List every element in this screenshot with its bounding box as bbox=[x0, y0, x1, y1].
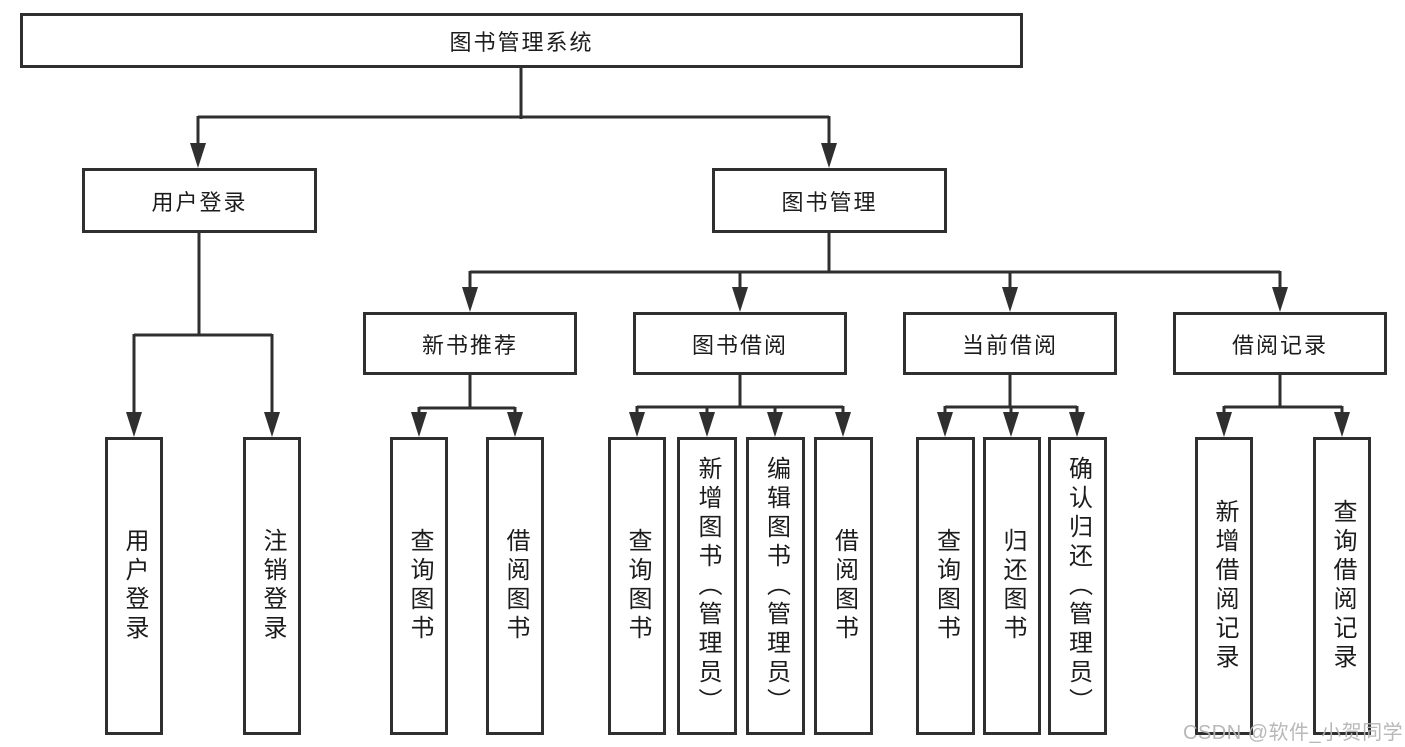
leaf-query-book-borrow: 查询图书 bbox=[608, 437, 666, 735]
node-borrow-records: 借阅记录 bbox=[1173, 312, 1387, 375]
node-root-label: 图书管理系统 bbox=[449, 29, 594, 55]
node-user-login: 用户登录 bbox=[82, 168, 317, 233]
leaf-edit-book-admin: 编辑图书（管理员） bbox=[746, 437, 805, 735]
node-book-borrow: 图书借阅 bbox=[633, 312, 847, 375]
node-user-login-label: 用户登录 bbox=[151, 189, 248, 215]
node-current-borrow: 当前借阅 bbox=[903, 312, 1117, 375]
leaf-query-book-current-label: 查询图书 bbox=[932, 528, 960, 644]
leaf-user-login-label: 用户登录 bbox=[121, 528, 148, 644]
node-root: 图书管理系统 bbox=[20, 13, 1023, 68]
node-new-book-recommend-label: 新书推荐 bbox=[421, 332, 518, 358]
leaf-add-book-admin: 新增图书（管理员） bbox=[677, 437, 737, 735]
leaf-return-book: 归还图书 bbox=[983, 437, 1041, 735]
leaf-confirm-return-admin-label: 确认归还（管理员） bbox=[1064, 455, 1092, 717]
leaf-query-book-recommend: 查询图书 bbox=[390, 437, 448, 735]
leaf-add-borrow-record-label: 新增借阅记录 bbox=[1211, 499, 1238, 673]
leaf-borrow-book-recommend-label: 借阅图书 bbox=[502, 528, 529, 644]
leaf-return-book-label: 归还图书 bbox=[999, 528, 1026, 644]
node-new-book-recommend: 新书推荐 bbox=[363, 312, 577, 375]
leaf-query-borrow-record: 查询借阅记录 bbox=[1313, 437, 1371, 735]
watermark: CSDN @软件_小贺同学 bbox=[1183, 722, 1404, 744]
leaf-logout-label: 注销登录 bbox=[259, 528, 286, 644]
node-book-borrow-label: 图书借阅 bbox=[691, 332, 788, 358]
node-borrow-records-label: 借阅记录 bbox=[1231, 332, 1328, 358]
leaf-borrow-book: 借阅图书 bbox=[814, 437, 873, 735]
leaf-query-book-recommend-label: 查询图书 bbox=[406, 528, 433, 644]
leaf-query-book-borrow-label: 查询图书 bbox=[624, 528, 651, 644]
leaf-add-book-admin-label: 新增图书（管理员） bbox=[694, 455, 721, 717]
node-book-management-label: 图书管理 bbox=[781, 189, 878, 215]
leaf-borrow-book-recommend: 借阅图书 bbox=[486, 437, 544, 735]
leaf-logout: 注销登录 bbox=[243, 437, 301, 735]
leaf-add-borrow-record: 新增借阅记录 bbox=[1195, 437, 1253, 735]
leaf-edit-book-admin-label: 编辑图书（管理员） bbox=[762, 455, 790, 717]
leaf-query-book-current: 查询图书 bbox=[916, 437, 975, 735]
node-current-borrow-label: 当前借阅 bbox=[961, 332, 1058, 358]
leaf-confirm-return-admin: 确认归还（管理员） bbox=[1048, 437, 1107, 735]
leaf-query-borrow-record-label: 查询借阅记录 bbox=[1329, 499, 1356, 673]
leaf-borrow-book-label: 借阅图书 bbox=[830, 528, 858, 644]
leaf-user-login: 用户登录 bbox=[105, 437, 163, 735]
node-book-management: 图书管理 bbox=[712, 168, 947, 233]
